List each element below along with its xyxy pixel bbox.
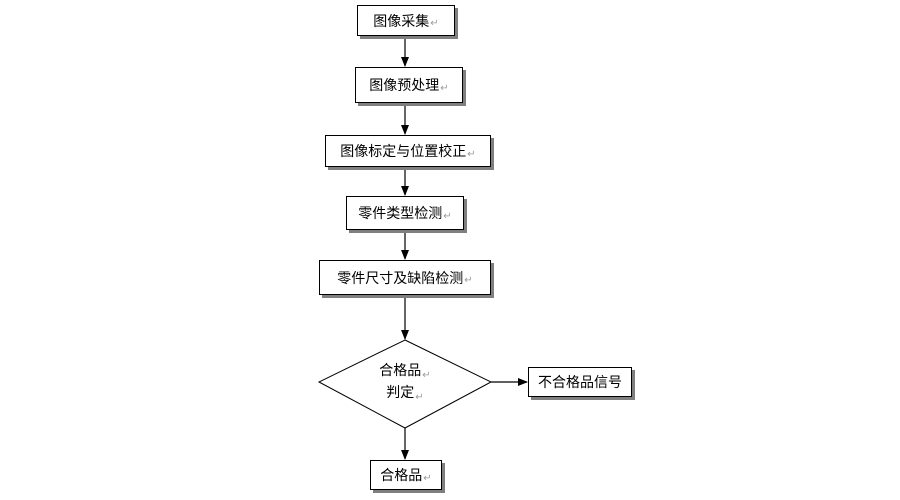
paragraph-mark-icon: ↵ <box>440 82 449 94</box>
paragraph-mark-icon: ↵ <box>430 18 439 29</box>
step-image-acquisition: 图像采集↵ <box>357 5 455 36</box>
step-image-preprocessing: 图像预处理↵ <box>355 67 463 103</box>
step-part-type-detection: 零件类型检测↵ <box>346 196 464 230</box>
step-size-defect-detection: 零件尺寸及缺陷检测↵ <box>319 260 491 295</box>
decision-label: 合格品↵ 判定↵ <box>355 362 455 404</box>
step-label: 图像标定与位置校正 <box>340 144 467 160</box>
decision-line-1: 合格品 <box>379 363 422 379</box>
step-label: 零件类型检测 <box>358 206 443 222</box>
decision-line-2: 判定 <box>386 385 415 401</box>
reject-label: 不合格品信号 <box>538 375 622 391</box>
accept-label: 合格品 <box>380 468 423 484</box>
step-label: 图像预处理 <box>369 78 440 94</box>
paragraph-mark-icon: ↵ <box>415 392 424 403</box>
step-calibration-correction: 图像标定与位置校正↵ <box>325 135 491 167</box>
paragraph-mark-icon: ↵ <box>464 275 473 286</box>
paragraph-mark-icon: ↵ <box>443 210 452 222</box>
step-label: 零件尺寸及缺陷检测 <box>337 270 464 287</box>
paragraph-mark-icon: ↵ <box>423 472 432 484</box>
paragraph-mark-icon: ↵ <box>467 148 476 160</box>
reject-signal-box: 不合格品信号 <box>528 367 632 397</box>
step-label: 图像采集 <box>373 13 430 30</box>
accepted-part-box: 合格品↵ <box>370 460 442 490</box>
paragraph-mark-icon: ↵ <box>422 370 431 381</box>
